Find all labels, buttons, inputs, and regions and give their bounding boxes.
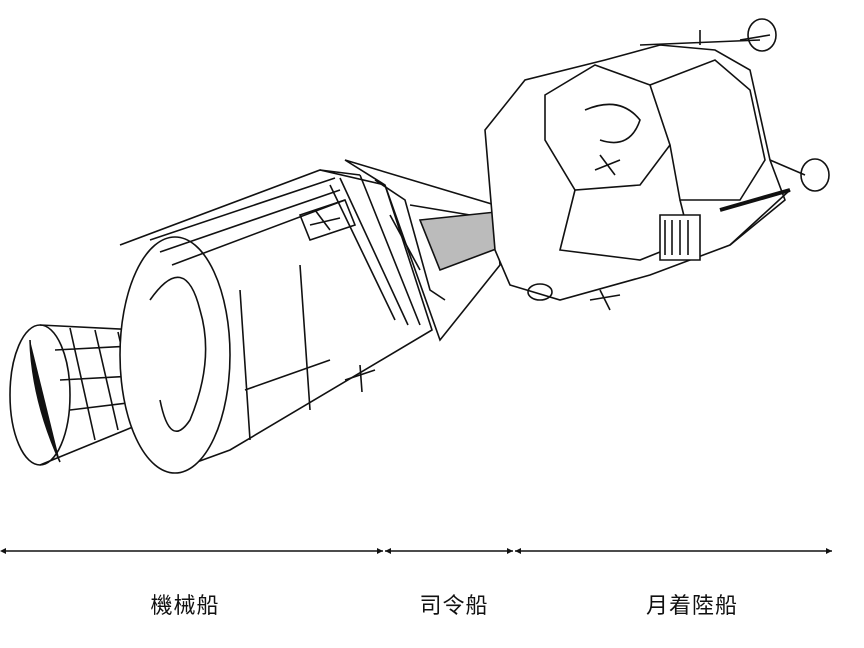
dimension-arrows xyxy=(0,548,832,554)
label-service-module: 機械船 xyxy=(150,594,220,619)
arrowheads xyxy=(0,548,832,554)
label-lunar-module: 月着陸船 xyxy=(645,594,739,619)
label-command-module: 司令船 xyxy=(419,594,489,619)
service-module xyxy=(120,170,432,473)
lunar-module xyxy=(485,19,829,310)
